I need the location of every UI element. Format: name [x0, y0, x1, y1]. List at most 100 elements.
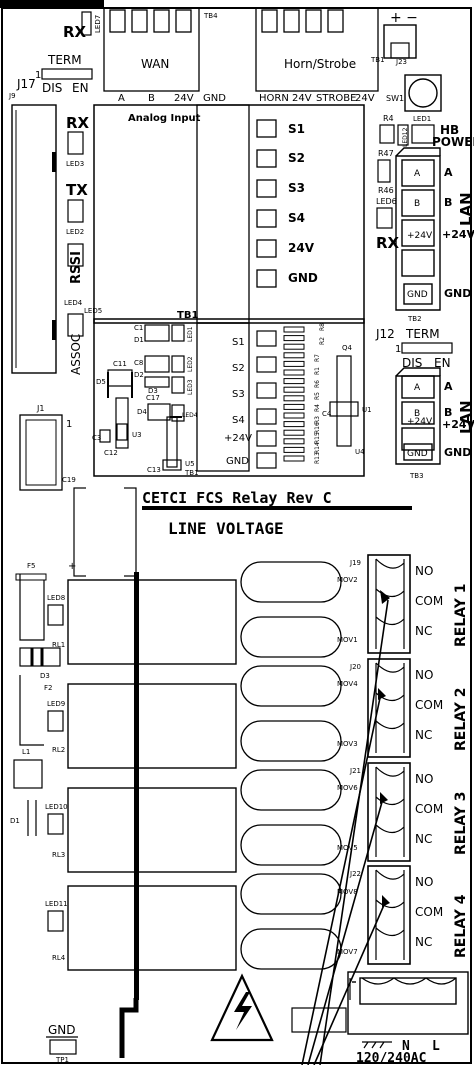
relay-4-pin-nc: NC	[415, 935, 432, 949]
led4-label: LED4	[64, 299, 83, 307]
c19-capacitor	[73, 487, 137, 577]
pin-wan-a: A	[118, 93, 125, 104]
c4-label: C4	[322, 410, 332, 418]
mov2-label: MOV2	[337, 576, 358, 584]
led9-indicator	[47, 710, 64, 732]
tb3-side-24v: +24V	[442, 418, 474, 431]
led5-indicator	[67, 313, 84, 337]
bottom-fuse	[291, 1007, 347, 1033]
pin-wan-gnd: GND	[203, 93, 226, 104]
j17-header	[41, 68, 93, 80]
relay-4-jack-label: J22	[349, 870, 361, 878]
analog-s4: S4	[288, 211, 305, 225]
j12-label: J12	[375, 327, 395, 341]
u5-label: U5	[185, 460, 195, 468]
led6-label: LED6	[376, 197, 397, 206]
tb3-label: TB3	[409, 472, 424, 480]
rx-lan-label: RX	[376, 234, 400, 252]
relay-1-pin-no: NO	[415, 564, 433, 578]
relay-3-pin-nc: NC	[415, 832, 432, 846]
relay-2-jack-label: J20	[349, 663, 361, 671]
j12-header	[401, 342, 453, 354]
resistor-label-r7: R7	[314, 354, 321, 362]
r47-label: R47	[378, 149, 394, 158]
title-underline	[142, 506, 412, 510]
lan-top-label: LAN	[457, 192, 474, 226]
tx-label: TX	[66, 181, 88, 199]
j17-pin1: 1	[35, 70, 41, 81]
led9-label: LED9	[47, 700, 65, 708]
mid-terminal-strip	[196, 322, 250, 472]
analog-s2: S2	[288, 151, 305, 165]
resistor-r12	[283, 455, 305, 462]
sw1-button	[404, 74, 442, 112]
led3-label: LED3	[66, 160, 84, 168]
led6-indicator	[376, 207, 393, 229]
sw1-label: SW1	[386, 94, 404, 103]
line-voltage-label: LINE VOLTAGE	[168, 519, 284, 538]
j1-pin1: 1	[66, 419, 72, 430]
j23-label: J23	[395, 58, 407, 66]
tb2-side-b: B	[444, 196, 452, 209]
d1-mid-label: D1	[134, 336, 144, 344]
d4-label: D4	[137, 408, 147, 416]
tb3-pin-a: A	[414, 383, 421, 393]
c19-plus: +	[68, 561, 76, 572]
relay-4-connector	[367, 865, 411, 965]
relay-2-pin-no: NO	[415, 668, 433, 682]
resistor-r2	[283, 335, 305, 342]
j9-label: J9	[8, 92, 16, 100]
led7-indicator	[81, 11, 92, 36]
c17-label: C17	[146, 394, 160, 402]
resistor-label-r1: R1	[314, 367, 321, 375]
resistor-label-r6: R6	[314, 380, 321, 388]
led11-indicator	[47, 910, 64, 932]
tb3-side-b: B	[444, 406, 452, 419]
rx-top-label: RX	[63, 23, 87, 41]
mov7-label: MOV7	[337, 948, 358, 956]
resistor-label-r16: R16	[314, 422, 321, 434]
mid-tb1-label: TB1	[184, 469, 199, 477]
j17-dis-label: DIS	[42, 81, 62, 95]
led3-indicator	[67, 131, 84, 155]
resistor-label-r8: R8	[319, 323, 326, 331]
relay-3-connector	[367, 762, 411, 862]
j12-term-label: TERM	[405, 327, 440, 341]
relay-1-jack-label: J19	[349, 559, 361, 567]
mid-24v: +24V	[224, 433, 252, 444]
term-top-label: TERM	[47, 53, 82, 67]
resistor-r10	[283, 438, 305, 445]
resistor-r15	[283, 403, 305, 410]
pin-wan-24v: 24V	[174, 93, 194, 104]
mov1-label: MOV1	[337, 636, 358, 644]
tb2-side-24v: +24V	[442, 228, 474, 241]
d3-mid-label: D3	[148, 387, 158, 395]
resistor-r9	[283, 429, 305, 436]
high-voltage-warning-icon	[210, 973, 274, 1042]
resistor-label-r2: R2	[319, 337, 326, 345]
r46-label: R46	[378, 186, 394, 195]
relay-3-pin-com: COM	[415, 802, 443, 816]
tb3-connector	[395, 367, 441, 465]
hb-label: HB	[440, 123, 459, 137]
c19-label: C19	[62, 476, 76, 484]
rl2-relay	[67, 683, 237, 769]
resistor-label-r15: R15	[314, 432, 321, 444]
resistor-r13	[283, 421, 305, 428]
tp1-label: TP1	[55, 1056, 69, 1064]
tb2-label: TB2	[407, 315, 422, 323]
ac-connector	[347, 971, 469, 1035]
j17-label: J17	[16, 77, 36, 91]
earth-icon	[362, 1041, 392, 1049]
d1-power-label: D1	[10, 817, 20, 825]
relay-input-box	[93, 318, 365, 477]
led10-label: LED10	[45, 803, 68, 811]
rl2-label: RL2	[52, 746, 65, 754]
resistor-label-r14: R14	[314, 442, 321, 454]
u1-label: U1	[362, 406, 372, 414]
resistor-label-r4: R4	[314, 404, 321, 412]
tb3-pin-gnd: GND	[407, 449, 428, 459]
relay-4-pin-com: COM	[415, 905, 443, 919]
analog-s1: S1	[288, 122, 305, 136]
ac-line-label: L	[432, 1039, 440, 1054]
